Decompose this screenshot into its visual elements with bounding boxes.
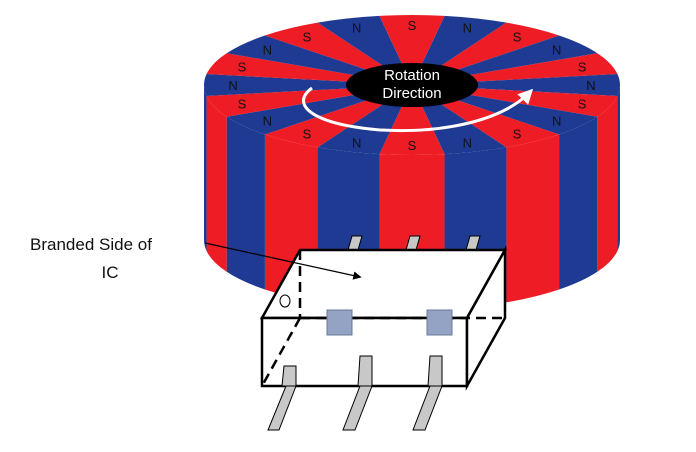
ic-lead <box>281 365 297 387</box>
pole-label: S <box>408 18 417 33</box>
pole-label: S <box>408 138 417 153</box>
pole-label: N <box>552 43 561 58</box>
ic-lead <box>342 385 373 431</box>
rotation-arrow <box>302 86 534 133</box>
hall-sensor-pad <box>426 309 453 336</box>
ic-lead <box>427 355 443 387</box>
pole-label: N <box>352 135 361 150</box>
ic-lead <box>357 355 373 387</box>
pole-segment <box>379 85 445 155</box>
pole-label: N <box>463 135 472 150</box>
pole-label: S <box>303 127 312 142</box>
pole-label: S <box>238 59 247 74</box>
ic-top-face <box>259 248 508 320</box>
magnet-hub <box>346 63 478 107</box>
ic-hidden-edge <box>260 317 302 387</box>
magnet-side-stripe <box>559 116 598 290</box>
pole-label: N <box>586 78 595 93</box>
pole-segment <box>412 74 620 96</box>
pole-segment <box>204 74 412 96</box>
callout-line2: IC <box>102 263 119 282</box>
pole-label: S <box>513 127 522 142</box>
pole-label: N <box>263 113 272 128</box>
ic-package <box>259 235 508 431</box>
pole-label: S <box>578 59 587 74</box>
magnet-side-stripe <box>617 85 620 251</box>
pole-label: S <box>513 29 522 44</box>
magnet-side-stripe <box>597 95 618 272</box>
callout-arrow <box>204 242 362 280</box>
callout-line1: Branded Side of <box>30 235 152 254</box>
hub-label-rotation: Rotation <box>384 67 440 84</box>
ic-lead <box>412 385 443 431</box>
pin1-marker <box>279 294 291 308</box>
magnet-side-stripe <box>506 134 560 303</box>
magnet-side-stripe <box>226 116 265 290</box>
pole-label: S <box>303 29 312 44</box>
pole-label: S <box>578 97 587 112</box>
pole-label: N <box>463 21 472 36</box>
magnet-side-stripe <box>204 85 207 251</box>
ic-lead <box>267 385 297 431</box>
pole-segment <box>379 15 445 86</box>
magnet-side-stripe <box>206 95 227 272</box>
hall-sensor-pad <box>326 309 353 336</box>
pole-label: S <box>238 97 247 112</box>
pole-label: N <box>552 113 561 128</box>
pole-label: N <box>263 43 272 58</box>
pole-label: N <box>352 21 361 36</box>
pole-label: N <box>228 78 237 93</box>
hub-label-direction: Direction <box>382 85 441 102</box>
